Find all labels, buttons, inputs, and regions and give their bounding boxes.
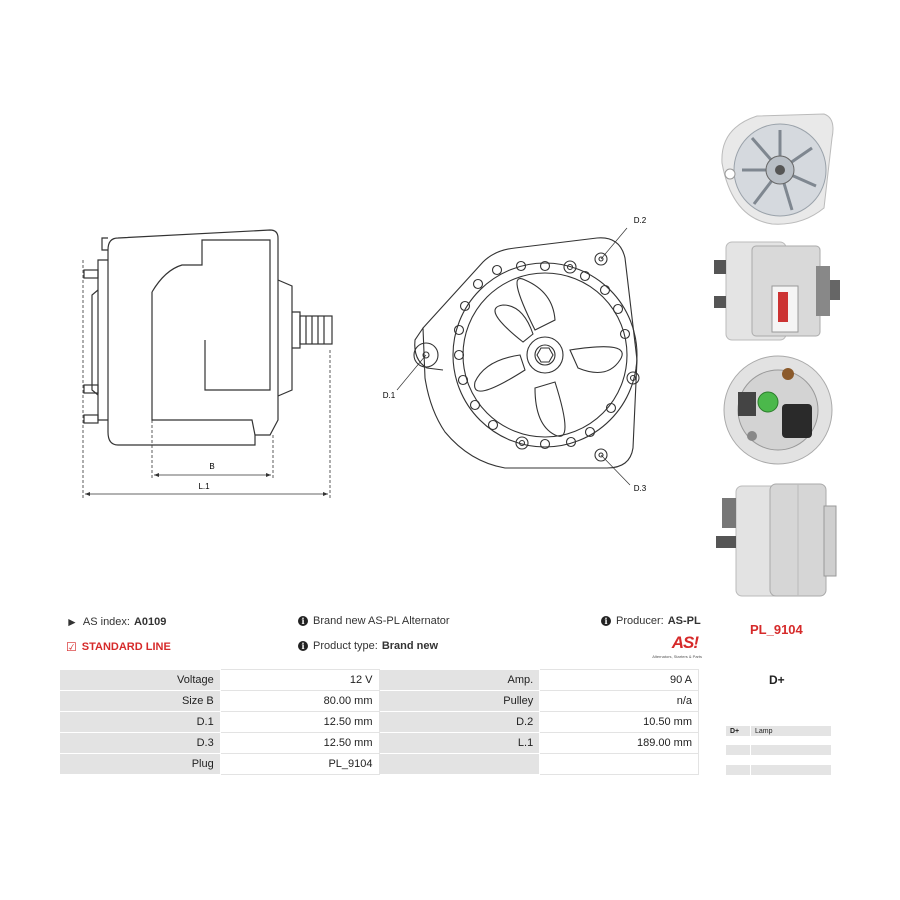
spec-value: 10.50 mm xyxy=(539,711,699,733)
spec-value xyxy=(539,753,699,775)
terminal-title: D+ xyxy=(769,673,785,687)
description-text: Brand new AS-PL Alternator xyxy=(313,615,450,627)
terminal-value: Lamp xyxy=(755,727,773,735)
spec-label: Pulley xyxy=(378,690,541,712)
part-number: PL_9104 xyxy=(750,622,803,637)
dim-l1-label: L.1 xyxy=(198,482,210,491)
info-icon: i xyxy=(298,616,308,626)
spec-label: Size B xyxy=(59,690,221,712)
terminal-key: D+ xyxy=(726,726,751,736)
product-photo-side xyxy=(714,241,840,341)
product-photo-front xyxy=(723,355,833,465)
spec-label: D.1 xyxy=(59,711,221,733)
dim-d3-label: D.3 xyxy=(634,484,647,493)
producer: i Producer: AS-PL xyxy=(601,615,701,627)
standard-line: ☑ STANDARD LINE xyxy=(66,640,171,654)
dim-b-label: B xyxy=(209,462,214,471)
spec-value: 189.00 mm xyxy=(539,732,699,754)
spec-label xyxy=(378,753,541,775)
spec-value: 90 A xyxy=(539,669,699,691)
info-icon: i xyxy=(298,641,308,651)
terminal-key xyxy=(726,765,751,775)
as-logo-tagline: Alternators, Starters & Parts xyxy=(652,654,702,659)
product-type-value: Brand new xyxy=(381,640,439,652)
check-square-icon: ☑ xyxy=(66,640,77,654)
spec-label: L.1 xyxy=(378,732,541,754)
as-index-value: A0109 xyxy=(133,616,167,628)
spec-label: D.2 xyxy=(378,711,541,733)
product-type-label: Product type: xyxy=(313,640,378,652)
spec-label: Amp. xyxy=(378,669,541,691)
producer-label: Producer: xyxy=(616,615,664,627)
dim-d2-label: D.2 xyxy=(634,216,647,225)
spec-value: 12.50 mm xyxy=(219,711,380,733)
spec-label: Voltage xyxy=(59,669,221,691)
product-photo-rear xyxy=(721,113,834,225)
producer-value: AS-PL xyxy=(667,615,701,627)
as-logo-mark: AS! xyxy=(671,633,699,652)
side-view-drawing: B L.1 xyxy=(82,229,333,500)
spec-value: 80.00 mm xyxy=(219,690,380,712)
spec-value: 12.50 mm xyxy=(219,732,380,754)
as-index: ► AS index: A0109 xyxy=(66,615,166,629)
as-logo: AS! Alternators, Starters & Parts xyxy=(636,633,702,661)
product-photo-side-2 xyxy=(716,483,837,597)
spec-label: D.3 xyxy=(59,732,221,754)
info-icon: i xyxy=(601,616,611,626)
tag-icon: ► xyxy=(66,615,78,629)
standard-line-label: STANDARD LINE xyxy=(81,641,171,653)
terminal-row: D+ Lamp xyxy=(726,726,831,736)
spec-value: 12 V xyxy=(219,669,380,691)
terminal-row xyxy=(726,745,831,755)
as-index-label: AS index: xyxy=(82,616,130,628)
spec-value: n/a xyxy=(539,690,699,712)
front-view-drawing: D.2 D.3 D.1 xyxy=(383,216,647,493)
spec-label: Plug xyxy=(59,753,221,775)
description: i Brand new AS-PL Alternator xyxy=(298,615,450,627)
dim-d1-label: D.1 xyxy=(383,391,396,400)
product-type: i Product type: Brand new xyxy=(298,640,438,652)
spec-value: PL_9104 xyxy=(219,753,380,775)
terminal-key xyxy=(726,745,751,755)
terminal-row xyxy=(726,765,831,775)
